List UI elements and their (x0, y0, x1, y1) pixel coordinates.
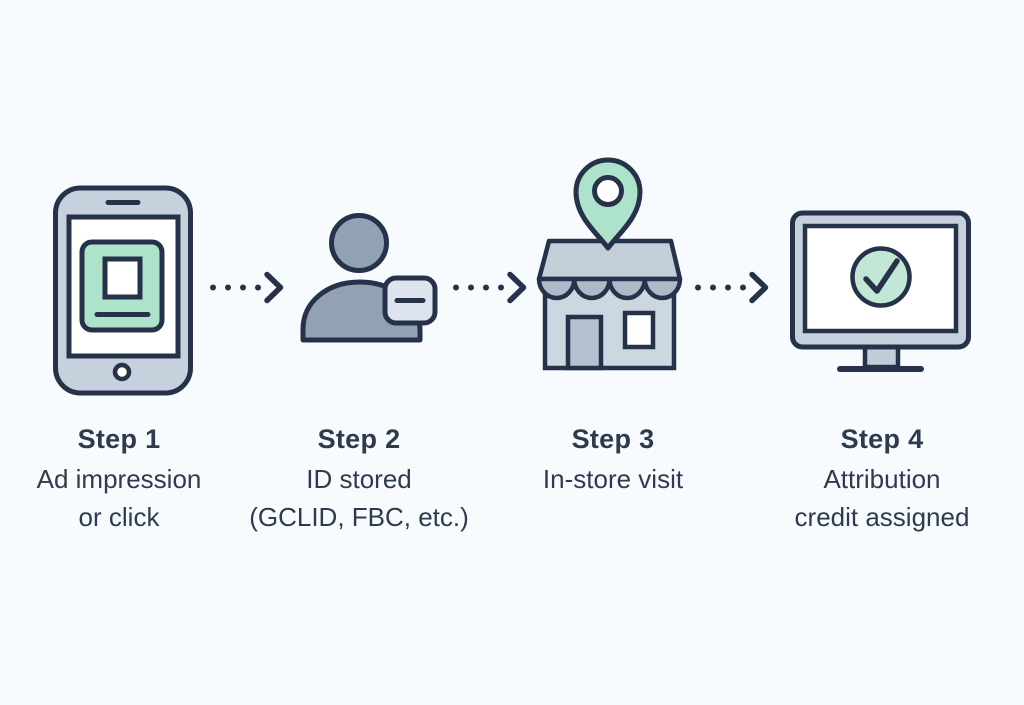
step-caption-line: credit assigned (794, 502, 970, 532)
monitor-checkmark-icon (790, 210, 971, 372)
store-location-pin-icon (536, 157, 683, 371)
step-label: Step 4 (840, 424, 924, 454)
step-column-1: Step 1 Ad impression or click (0, 423, 284, 536)
step-caption-line: (GCLID, FBC, etc.) (249, 502, 469, 532)
dotted-arrow-icon (695, 271, 769, 304)
dotted-arrow-icon (453, 271, 527, 304)
step-caption-line: Ad impression (36, 464, 202, 494)
step-label: Step 1 (77, 424, 161, 454)
step-label: Step 3 (571, 424, 655, 454)
step-column-2: Step 2 ID stored (GCLID, FBC, etc.) (194, 423, 524, 536)
step-column-3: Step 3 In-store visit (448, 423, 778, 498)
tablet-ad-icon (53, 185, 193, 396)
step-caption-line: or click (78, 502, 160, 532)
step-caption-line: In-store visit (542, 464, 684, 494)
step-label: Step 2 (317, 424, 401, 454)
step-column-4: Step 4 Attribution credit assigned (717, 423, 1024, 536)
person-id-badge-icon (300, 213, 438, 343)
step-caption-line: Attribution (823, 464, 941, 494)
step-caption-line: ID stored (306, 464, 412, 494)
dotted-arrow-icon (210, 271, 284, 304)
